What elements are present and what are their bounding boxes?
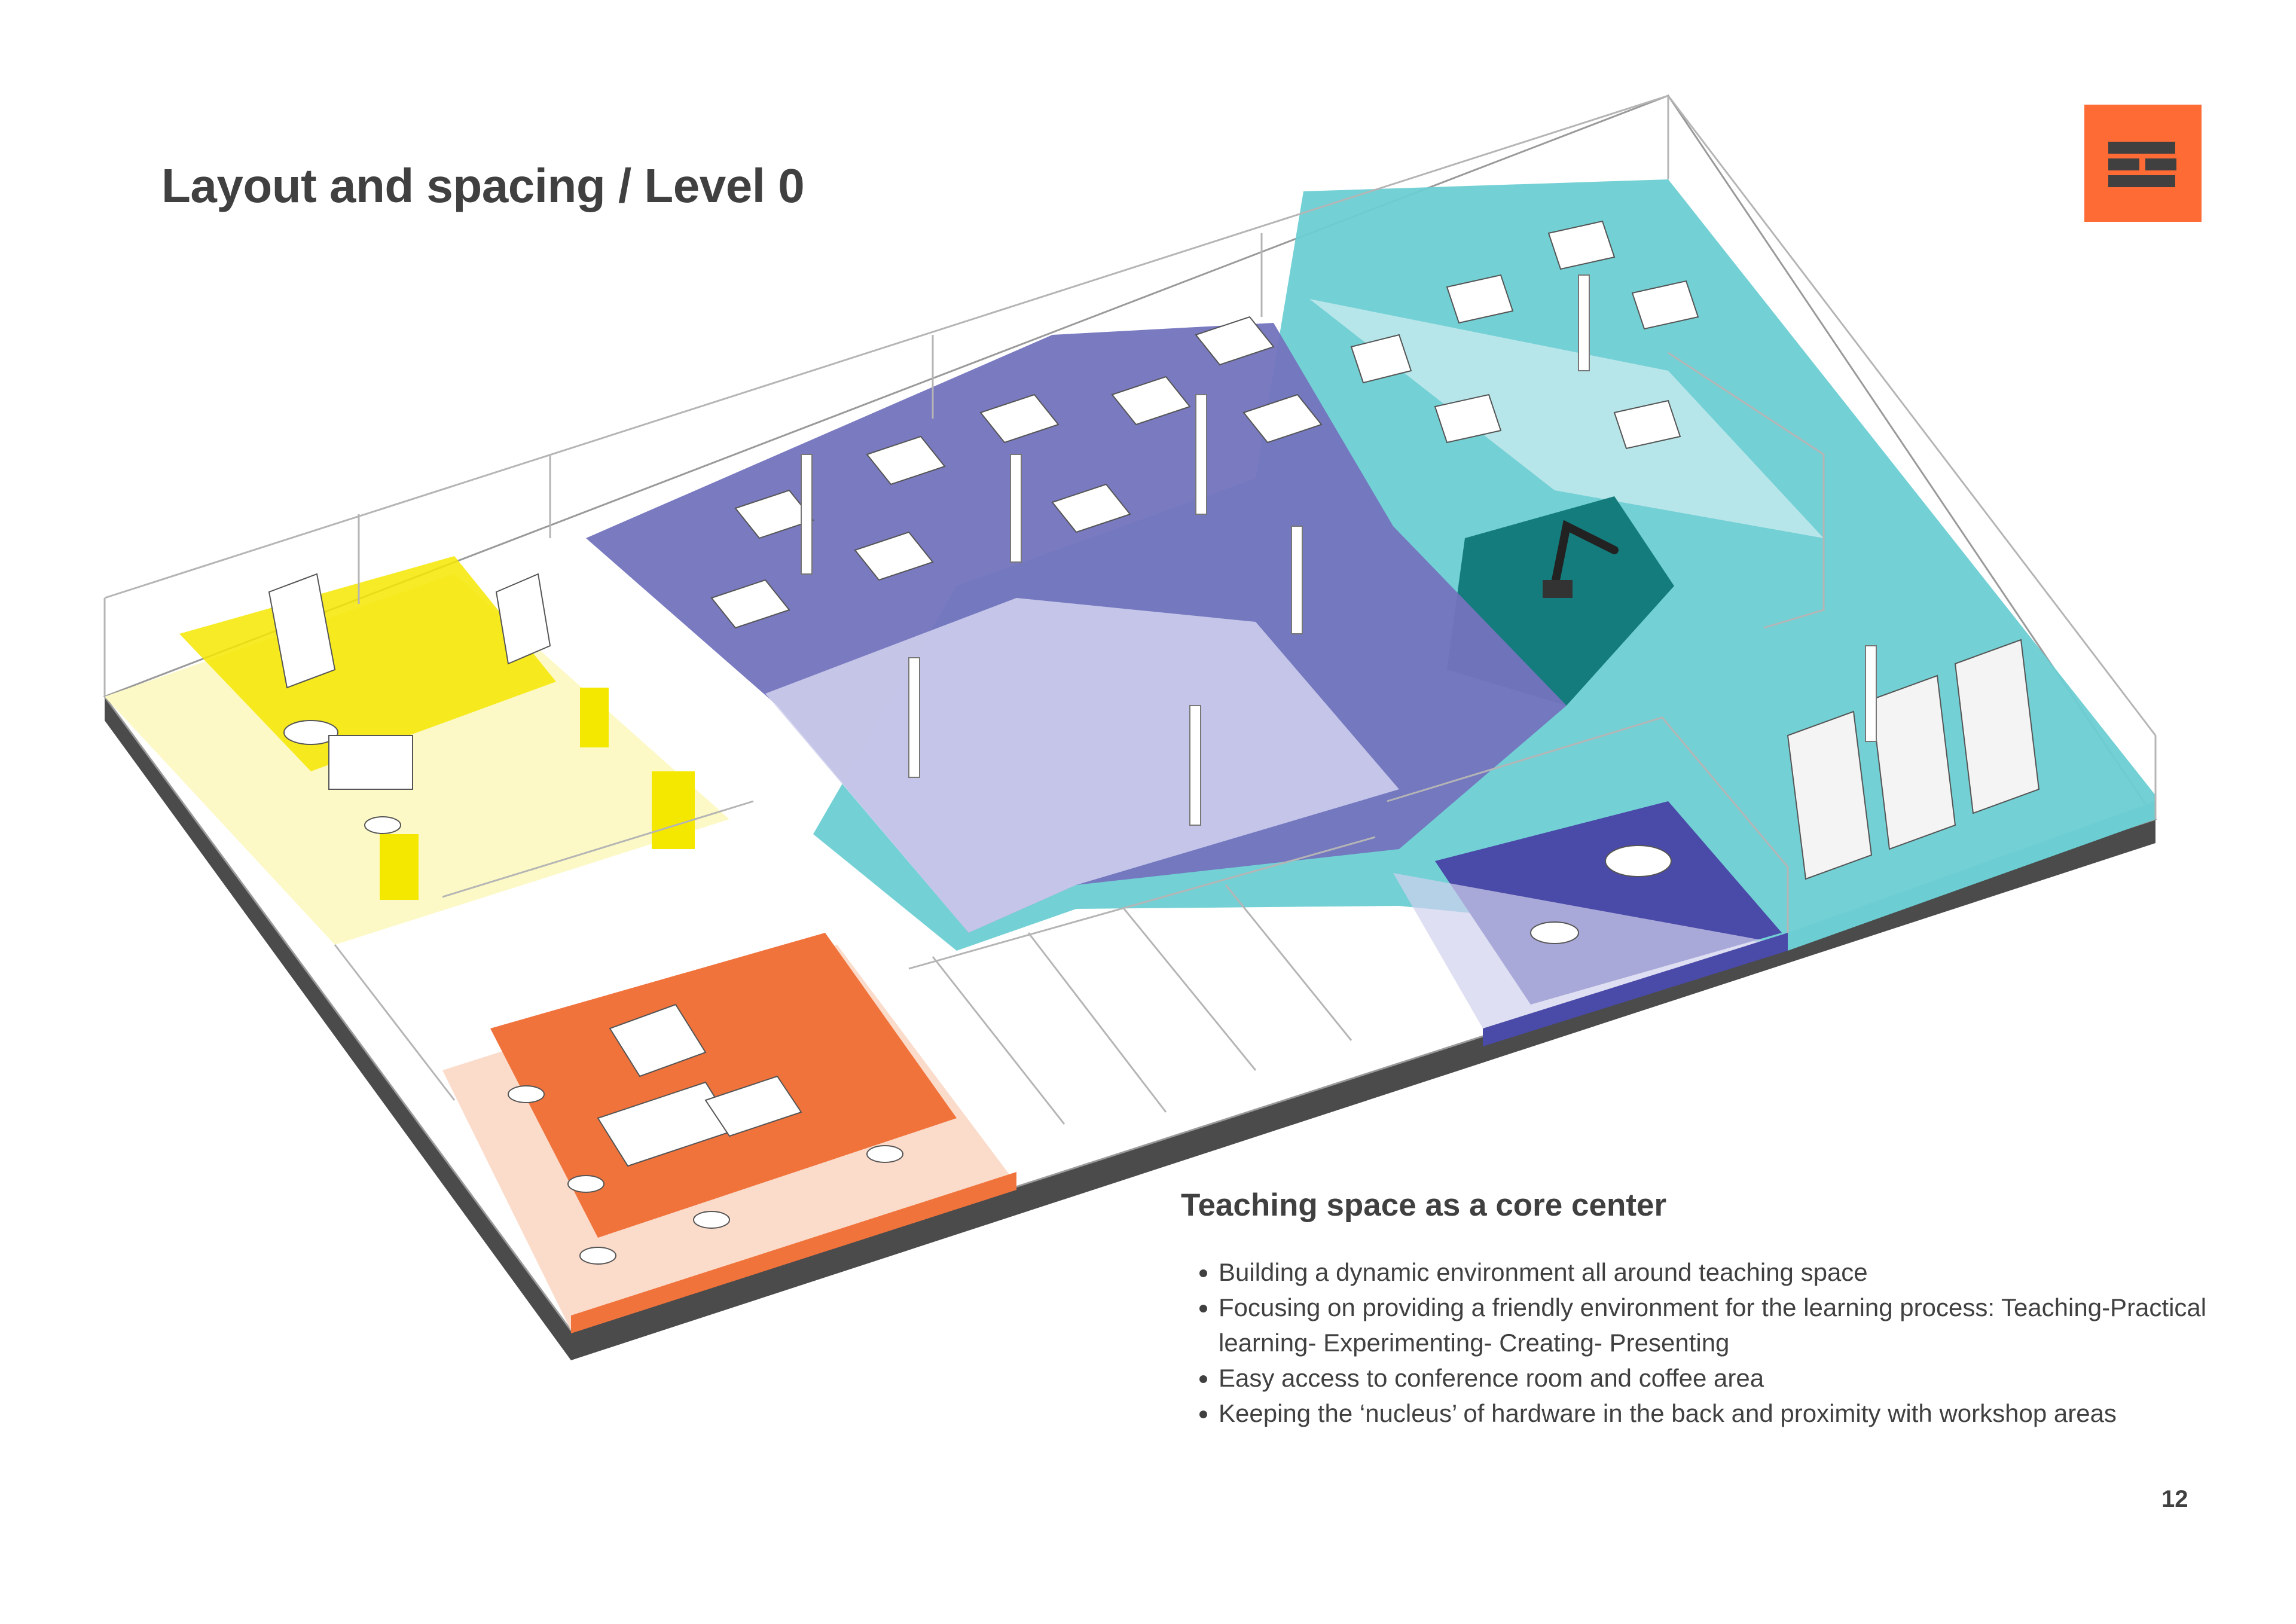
logo-bar bbox=[2108, 175, 2175, 187]
desk bbox=[1547, 220, 1616, 270]
workshop-door bbox=[380, 834, 419, 900]
list-item: Easy access to conference room and coffe… bbox=[1219, 1360, 2233, 1396]
shelf bbox=[495, 573, 551, 665]
workshop-door bbox=[580, 688, 609, 747]
coffee-furniture bbox=[508, 1003, 903, 1265]
desk bbox=[710, 579, 790, 629]
counter bbox=[609, 1003, 707, 1077]
table bbox=[508, 1085, 545, 1103]
rack bbox=[1870, 674, 1956, 850]
teaching-zone-light bbox=[765, 598, 1399, 933]
conference-edge bbox=[1483, 933, 1788, 1046]
columns bbox=[801, 274, 1877, 826]
table bbox=[283, 720, 338, 745]
shelf bbox=[268, 573, 336, 689]
column bbox=[1010, 454, 1022, 563]
workshop-door bbox=[652, 771, 695, 849]
desk bbox=[734, 489, 814, 539]
column bbox=[908, 657, 920, 778]
desk bbox=[1051, 483, 1131, 533]
workshop-furniture bbox=[268, 573, 551, 834]
column bbox=[1291, 526, 1303, 634]
robot-base bbox=[1543, 580, 1573, 598]
coffee-zone bbox=[490, 933, 957, 1238]
section-heading: Teaching space as a core center bbox=[1181, 1188, 1667, 1223]
page-number: 12 bbox=[2161, 1486, 2188, 1512]
column bbox=[1195, 394, 1207, 515]
desk bbox=[1434, 393, 1502, 444]
lab-desks bbox=[1350, 220, 1699, 450]
logo-bar bbox=[2108, 158, 2139, 170]
desk bbox=[1195, 316, 1275, 366]
desk bbox=[854, 531, 934, 581]
list-item: Focusing on providing a friendly environ… bbox=[1219, 1290, 2233, 1360]
page-title: Layout and spacing / Level 0 bbox=[161, 159, 805, 212]
desk bbox=[866, 435, 946, 486]
table bbox=[1530, 921, 1579, 944]
list-item: Keeping the ‘nucleus’ of hardware in the… bbox=[1219, 1396, 2233, 1431]
table bbox=[567, 1175, 604, 1193]
interior-walls bbox=[103, 94, 2157, 1125]
desk bbox=[1631, 280, 1699, 330]
desk bbox=[1242, 393, 1323, 444]
table bbox=[579, 1247, 616, 1265]
brand-logo-icon bbox=[2084, 105, 2202, 222]
table bbox=[364, 816, 401, 834]
logo-background bbox=[2084, 105, 2202, 222]
board bbox=[328, 735, 413, 790]
desk bbox=[1111, 376, 1191, 426]
rack bbox=[1787, 710, 1873, 880]
list-item: Building a dynamic environment all aroun… bbox=[1219, 1254, 2233, 1290]
column bbox=[1189, 705, 1201, 826]
teaching-desks bbox=[710, 316, 1323, 629]
table bbox=[1605, 845, 1672, 877]
lab-edge bbox=[1788, 801, 2155, 951]
lab-zone-light bbox=[1309, 299, 1824, 538]
rack bbox=[1954, 639, 2040, 814]
table bbox=[866, 1145, 903, 1163]
column bbox=[1865, 645, 1877, 742]
column bbox=[801, 454, 813, 575]
conference-zone-light bbox=[1393, 873, 1788, 1028]
robot-arm bbox=[1550, 520, 1619, 590]
desk bbox=[979, 393, 1060, 444]
info-panel: Teaching space as a core center Building… bbox=[1181, 1187, 2233, 1431]
logo-bar bbox=[2145, 158, 2176, 170]
counter bbox=[704, 1075, 802, 1137]
desk bbox=[1446, 274, 1514, 324]
logo-bar bbox=[2108, 142, 2175, 154]
conference-furniture bbox=[1530, 845, 1672, 944]
desk bbox=[1613, 399, 1681, 450]
hardware-racks bbox=[1787, 639, 2040, 880]
column bbox=[1578, 274, 1590, 371]
coffee-zone-edge bbox=[571, 1172, 1016, 1333]
table bbox=[693, 1211, 730, 1229]
bullet-list: Building a dynamic environment all aroun… bbox=[1181, 1254, 2233, 1431]
desk bbox=[1350, 334, 1412, 384]
